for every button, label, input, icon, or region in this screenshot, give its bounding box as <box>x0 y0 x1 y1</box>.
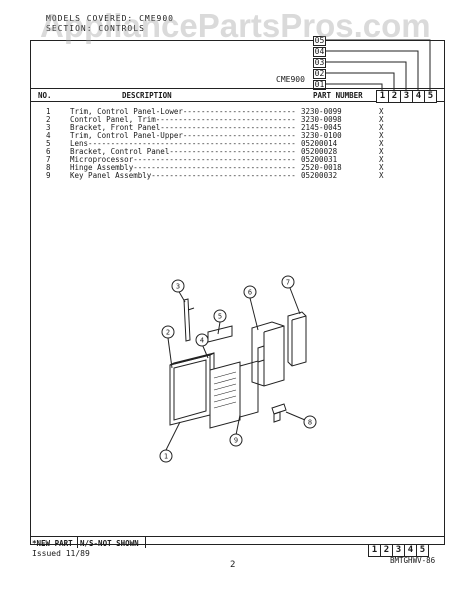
callout-2: 2 <box>166 329 170 337</box>
model-column-connectors <box>325 39 431 92</box>
footer-num-5: 5 <box>416 544 429 557</box>
callout-7: 7 <box>286 279 290 287</box>
callout-8: 8 <box>308 419 312 427</box>
model-column-04: 04 <box>313 47 326 57</box>
part-7-microprocessor <box>287 311 307 367</box>
legend-separator <box>77 536 78 548</box>
legend-not-shown: N/S-NOT SHOWN <box>80 539 139 548</box>
exploded-parts-diagram: 3 2 4 5 6 7 8 9 1 <box>159 275 317 463</box>
callout-5: 5 <box>218 313 222 321</box>
section-line: SECTION: CONTROLS <box>46 24 145 33</box>
watermark: AppliancePartsPros.com <box>40 7 431 44</box>
model-column-03: 03 <box>313 58 326 68</box>
part-1-lower-trim <box>169 352 215 426</box>
part-9-key-panel <box>239 360 259 418</box>
part-8-hinge <box>271 403 287 423</box>
footer-num-1: 1 <box>368 544 381 557</box>
part-2-control-panel-trim <box>209 361 241 429</box>
col-no-header: NO. <box>38 91 52 100</box>
part-3-front-bracket <box>183 298 195 342</box>
document-code: BMTGHWV-86 <box>390 556 436 565</box>
callout-3: 3 <box>176 283 180 291</box>
page-number: 2 <box>230 560 236 570</box>
col-num-5: 5 <box>424 90 437 103</box>
model-column-05: 05 <box>313 36 326 46</box>
col-part-number-header: PART NUMBER <box>313 91 363 100</box>
model-column-02: 02 <box>313 69 326 79</box>
callout-6: 6 <box>248 289 252 297</box>
models-covered-line: MODELS COVERED: CME900 <box>46 14 174 23</box>
part-5-lens <box>207 325 233 343</box>
model-label: CME900 <box>276 75 305 84</box>
callout-9: 9 <box>234 437 238 445</box>
parts-sheet-border <box>30 40 445 545</box>
model-column-01: 01 <box>313 80 326 90</box>
table-header: NO. DESCRIPTION PART NUMBER <box>30 88 445 102</box>
issued-date: Issued 11/89 <box>32 549 90 558</box>
callout-4: 4 <box>200 337 204 345</box>
legend-new-part: *NEW PART <box>32 539 73 548</box>
part-6-control-bracket <box>251 321 285 387</box>
legend-separator <box>145 536 146 548</box>
footer-divider <box>30 536 445 537</box>
callout-1: 1 <box>164 453 168 461</box>
col-description-header: DESCRIPTION <box>122 91 172 100</box>
